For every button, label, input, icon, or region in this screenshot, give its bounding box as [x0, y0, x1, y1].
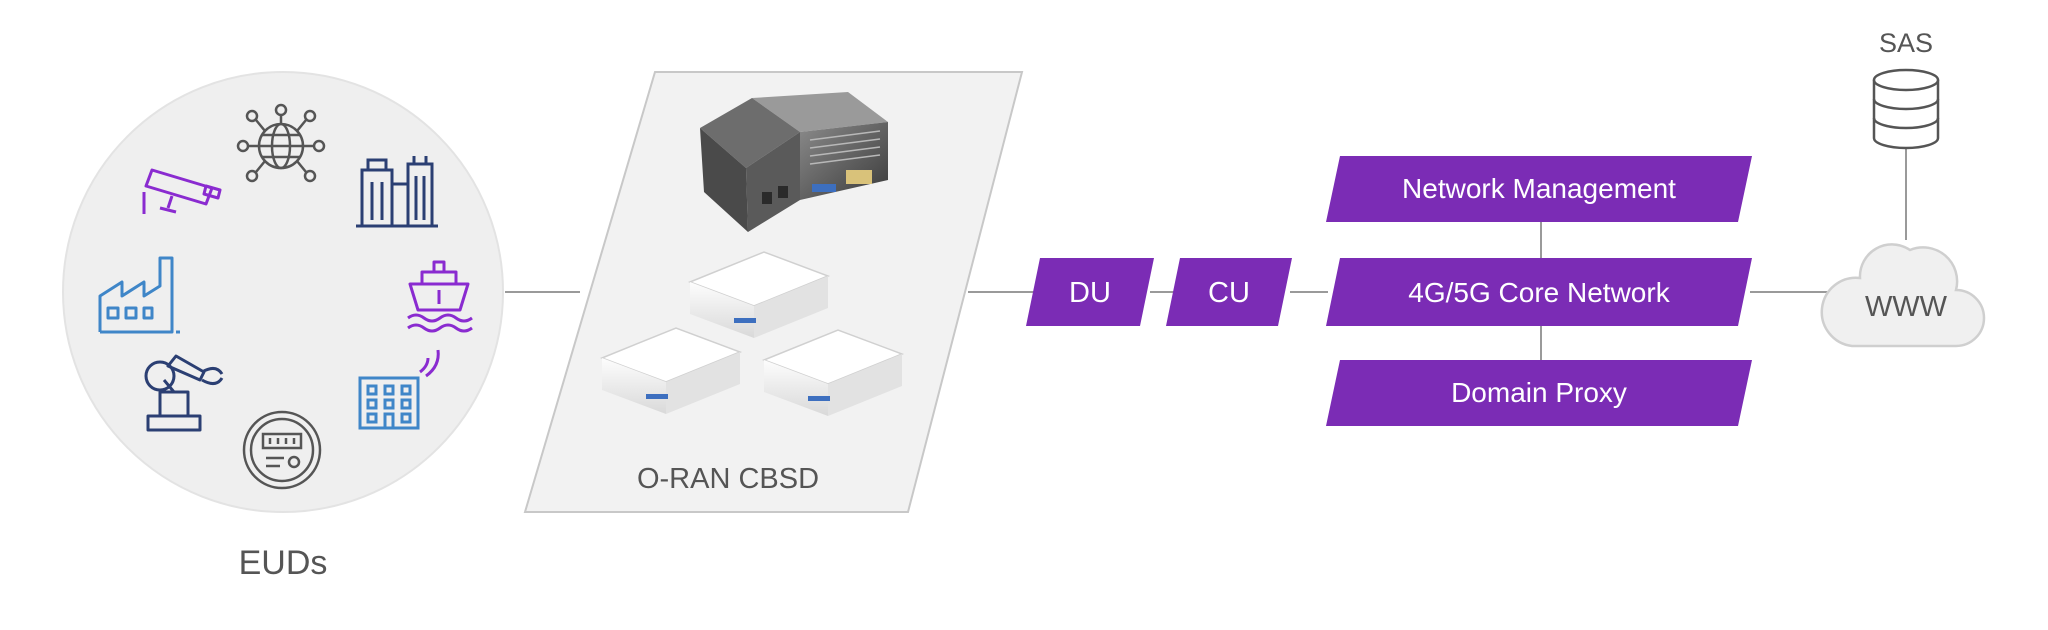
factory-icon	[98, 256, 180, 334]
sas-label: SAS	[1879, 28, 1933, 58]
du-node[interactable]: DU	[1026, 258, 1154, 326]
eud-label: EUDs	[239, 544, 328, 582]
cbsd-label: O-RAN CBSD	[637, 463, 819, 495]
indoor-small-cell-2	[599, 327, 743, 414]
meter-icon	[242, 410, 322, 490]
cu-node[interactable]: CU	[1166, 258, 1292, 326]
robot-arm-icon	[144, 354, 224, 432]
database-icon	[1872, 68, 1940, 150]
cu-label: CU	[1208, 277, 1250, 309]
ship-icon	[407, 260, 473, 333]
network-management-label: Network Management	[1402, 173, 1676, 204]
connectors	[505, 148, 1907, 360]
domain-proxy-node[interactable]: Domain Proxy	[1326, 360, 1752, 426]
eud-group: EUDs	[62, 71, 504, 582]
cctv-camera-icon	[142, 168, 222, 214]
domain-proxy-label: Domain Proxy	[1451, 377, 1627, 408]
outdoor-radio-unit	[700, 92, 888, 232]
core-network-label: 4G/5G Core Network	[1408, 277, 1670, 308]
du-label: DU	[1069, 277, 1111, 309]
network-management-node[interactable]: Network Management	[1326, 156, 1752, 222]
globe-network-icon	[236, 103, 326, 183]
smart-building-icon	[358, 349, 440, 430]
buildings-icon	[356, 156, 438, 228]
cloud-icon	[1820, 243, 1986, 348]
www-node[interactable]: WWW	[1820, 243, 1986, 348]
core-network-node[interactable]: 4G/5G Core Network	[1326, 258, 1752, 326]
indoor-small-cell-1	[687, 251, 831, 338]
indoor-small-cell-3	[761, 329, 905, 416]
cbsd-group: O-RAN CBSD	[523, 71, 1024, 513]
sas-node[interactable]: SAS	[1872, 28, 1940, 150]
www-label: WWW	[1865, 291, 1948, 323]
